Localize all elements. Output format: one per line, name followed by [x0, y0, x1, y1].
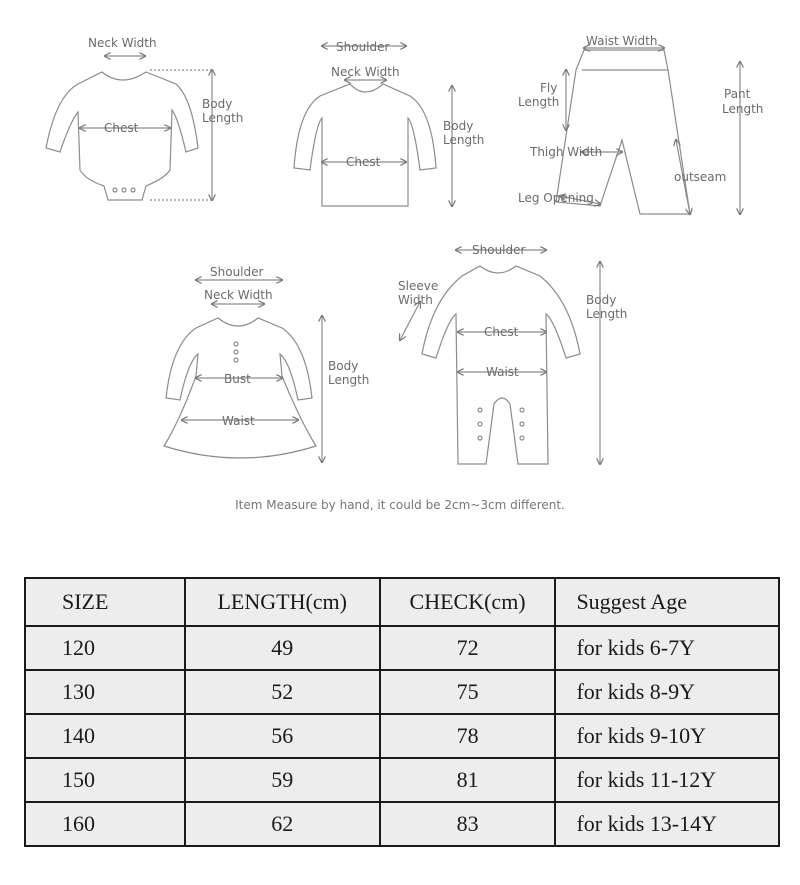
table-row: 140 56 78 for kids 9-10Y [24, 713, 780, 759]
header-check: CHECK(cm) [378, 577, 557, 627]
pants-waist-width-label: Waist Width [586, 34, 657, 48]
dress-bust-label: Bust [224, 372, 251, 386]
dress-drawing [163, 280, 322, 462]
header-suggest-age: Suggest Age [554, 577, 780, 627]
cell-suggest-age: for kids 13-14Y [554, 801, 780, 847]
header-size: SIZE [24, 577, 186, 627]
romper-chest-label: Chest [484, 325, 519, 339]
cell-size: 120 [24, 625, 186, 671]
top-neck-width-label: Neck Width [331, 65, 400, 79]
bodysuit-body-label: Body [202, 97, 232, 111]
bodysuit-chest-label: Chest [104, 121, 139, 135]
pants-drawing [555, 48, 740, 214]
cell-check: 78 [378, 713, 557, 759]
cell-size: 130 [24, 669, 186, 715]
cell-length: 49 [183, 625, 381, 671]
pants-fly-length-label: Length [518, 95, 559, 109]
cell-size: 150 [24, 757, 186, 803]
cell-check: 83 [378, 801, 557, 847]
cell-check: 81 [378, 757, 557, 803]
cell-size: 140 [24, 713, 186, 759]
pants-pant-label: Pant [724, 87, 751, 101]
header-length: LENGTH(cm) [183, 577, 381, 627]
top-length-label: Length [443, 133, 484, 147]
dress-body-label: Body [328, 359, 358, 373]
pants-thigh-width-label: Thigh Width [529, 145, 602, 159]
cell-suggest-age: for kids 8-9Y [554, 669, 780, 715]
measurement-diagrams: Neck Width Chest Body Length Shoulder Ne… [45, 34, 763, 530]
romper-waist-label: Waist [486, 365, 519, 379]
cell-suggest-age: for kids 6-7Y [554, 625, 780, 671]
romper-sleeve-width-label: Width [398, 293, 433, 307]
cell-suggest-age: for kids 11-12Y [554, 757, 780, 803]
size-table-header-row: SIZE LENGTH(cm) CHECK(cm) Suggest Age [24, 577, 780, 627]
cell-length: 59 [183, 757, 381, 803]
top-body-label: Body [443, 119, 473, 133]
pants-leg-opening-label: Leg Opening [518, 191, 594, 205]
romper-length-label: Length [586, 307, 627, 321]
cell-check: 75 [378, 669, 557, 715]
table-row: 160 62 83 for kids 13-14Y [24, 801, 780, 847]
measure-note: Item Measure by hand, it could be 2cm~3c… [235, 498, 565, 512]
cell-length: 62 [183, 801, 381, 847]
cell-length: 56 [183, 713, 381, 759]
bodysuit-neck-width-label: Neck Width [88, 36, 157, 50]
bodysuit-length-label: Length [202, 111, 243, 125]
romper-sleeve-label: Sleeve [398, 279, 438, 293]
pants-outseam-label: outseam [674, 170, 726, 184]
dress-waist-label: Waist [222, 414, 255, 428]
table-row: 130 52 75 for kids 8-9Y [24, 669, 780, 715]
cell-check: 72 [378, 625, 557, 671]
romper-drawing [400, 250, 600, 464]
dress-neck-width-label: Neck Width [204, 288, 273, 302]
cell-length: 52 [183, 669, 381, 715]
top-drawing [293, 46, 452, 206]
romper-body-label: Body [586, 293, 616, 307]
cell-size: 160 [24, 801, 186, 847]
top-chest-label: Chest [346, 155, 381, 169]
top-shoulder-label: Shoulder [336, 40, 390, 54]
table-row: 150 59 81 for kids 11-12Y [24, 757, 780, 803]
dress-shoulder-label: Shoulder [210, 265, 264, 279]
romper-shoulder-label: Shoulder [472, 243, 526, 257]
bodysuit-drawing [45, 56, 212, 200]
size-table: SIZE LENGTH(cm) CHECK(cm) Suggest Age 12… [24, 577, 780, 847]
pants-pant-length-label: Length [722, 102, 763, 116]
pants-fly-label: Fly [540, 81, 557, 95]
cell-suggest-age: for kids 9-10Y [554, 713, 780, 759]
table-row: 120 49 72 for kids 6-7Y [24, 625, 780, 671]
dress-length-label: Length [328, 373, 369, 387]
